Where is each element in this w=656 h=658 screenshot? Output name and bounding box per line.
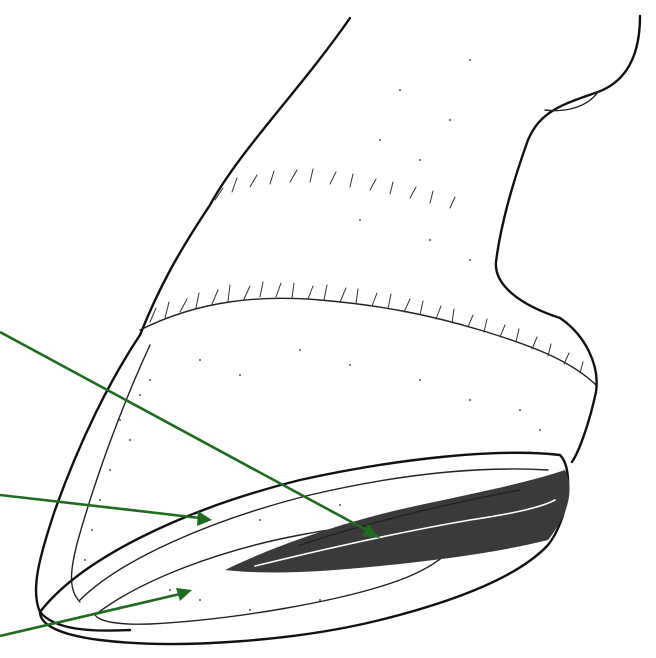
hoof-wall-heel [560,318,597,462]
pastern-front-edge [140,18,350,335]
arrow-to-white-line [0,495,200,518]
coronet-line [140,298,596,385]
arrow-to-white-line-head [197,511,212,526]
coronet-hair [140,169,596,385]
arrow-to-sole-head [176,588,192,601]
pointer-arrows [0,332,380,636]
hoof-wall [36,318,597,631]
pastern-back-edge [496,16,640,318]
pastern-outline [140,16,640,335]
